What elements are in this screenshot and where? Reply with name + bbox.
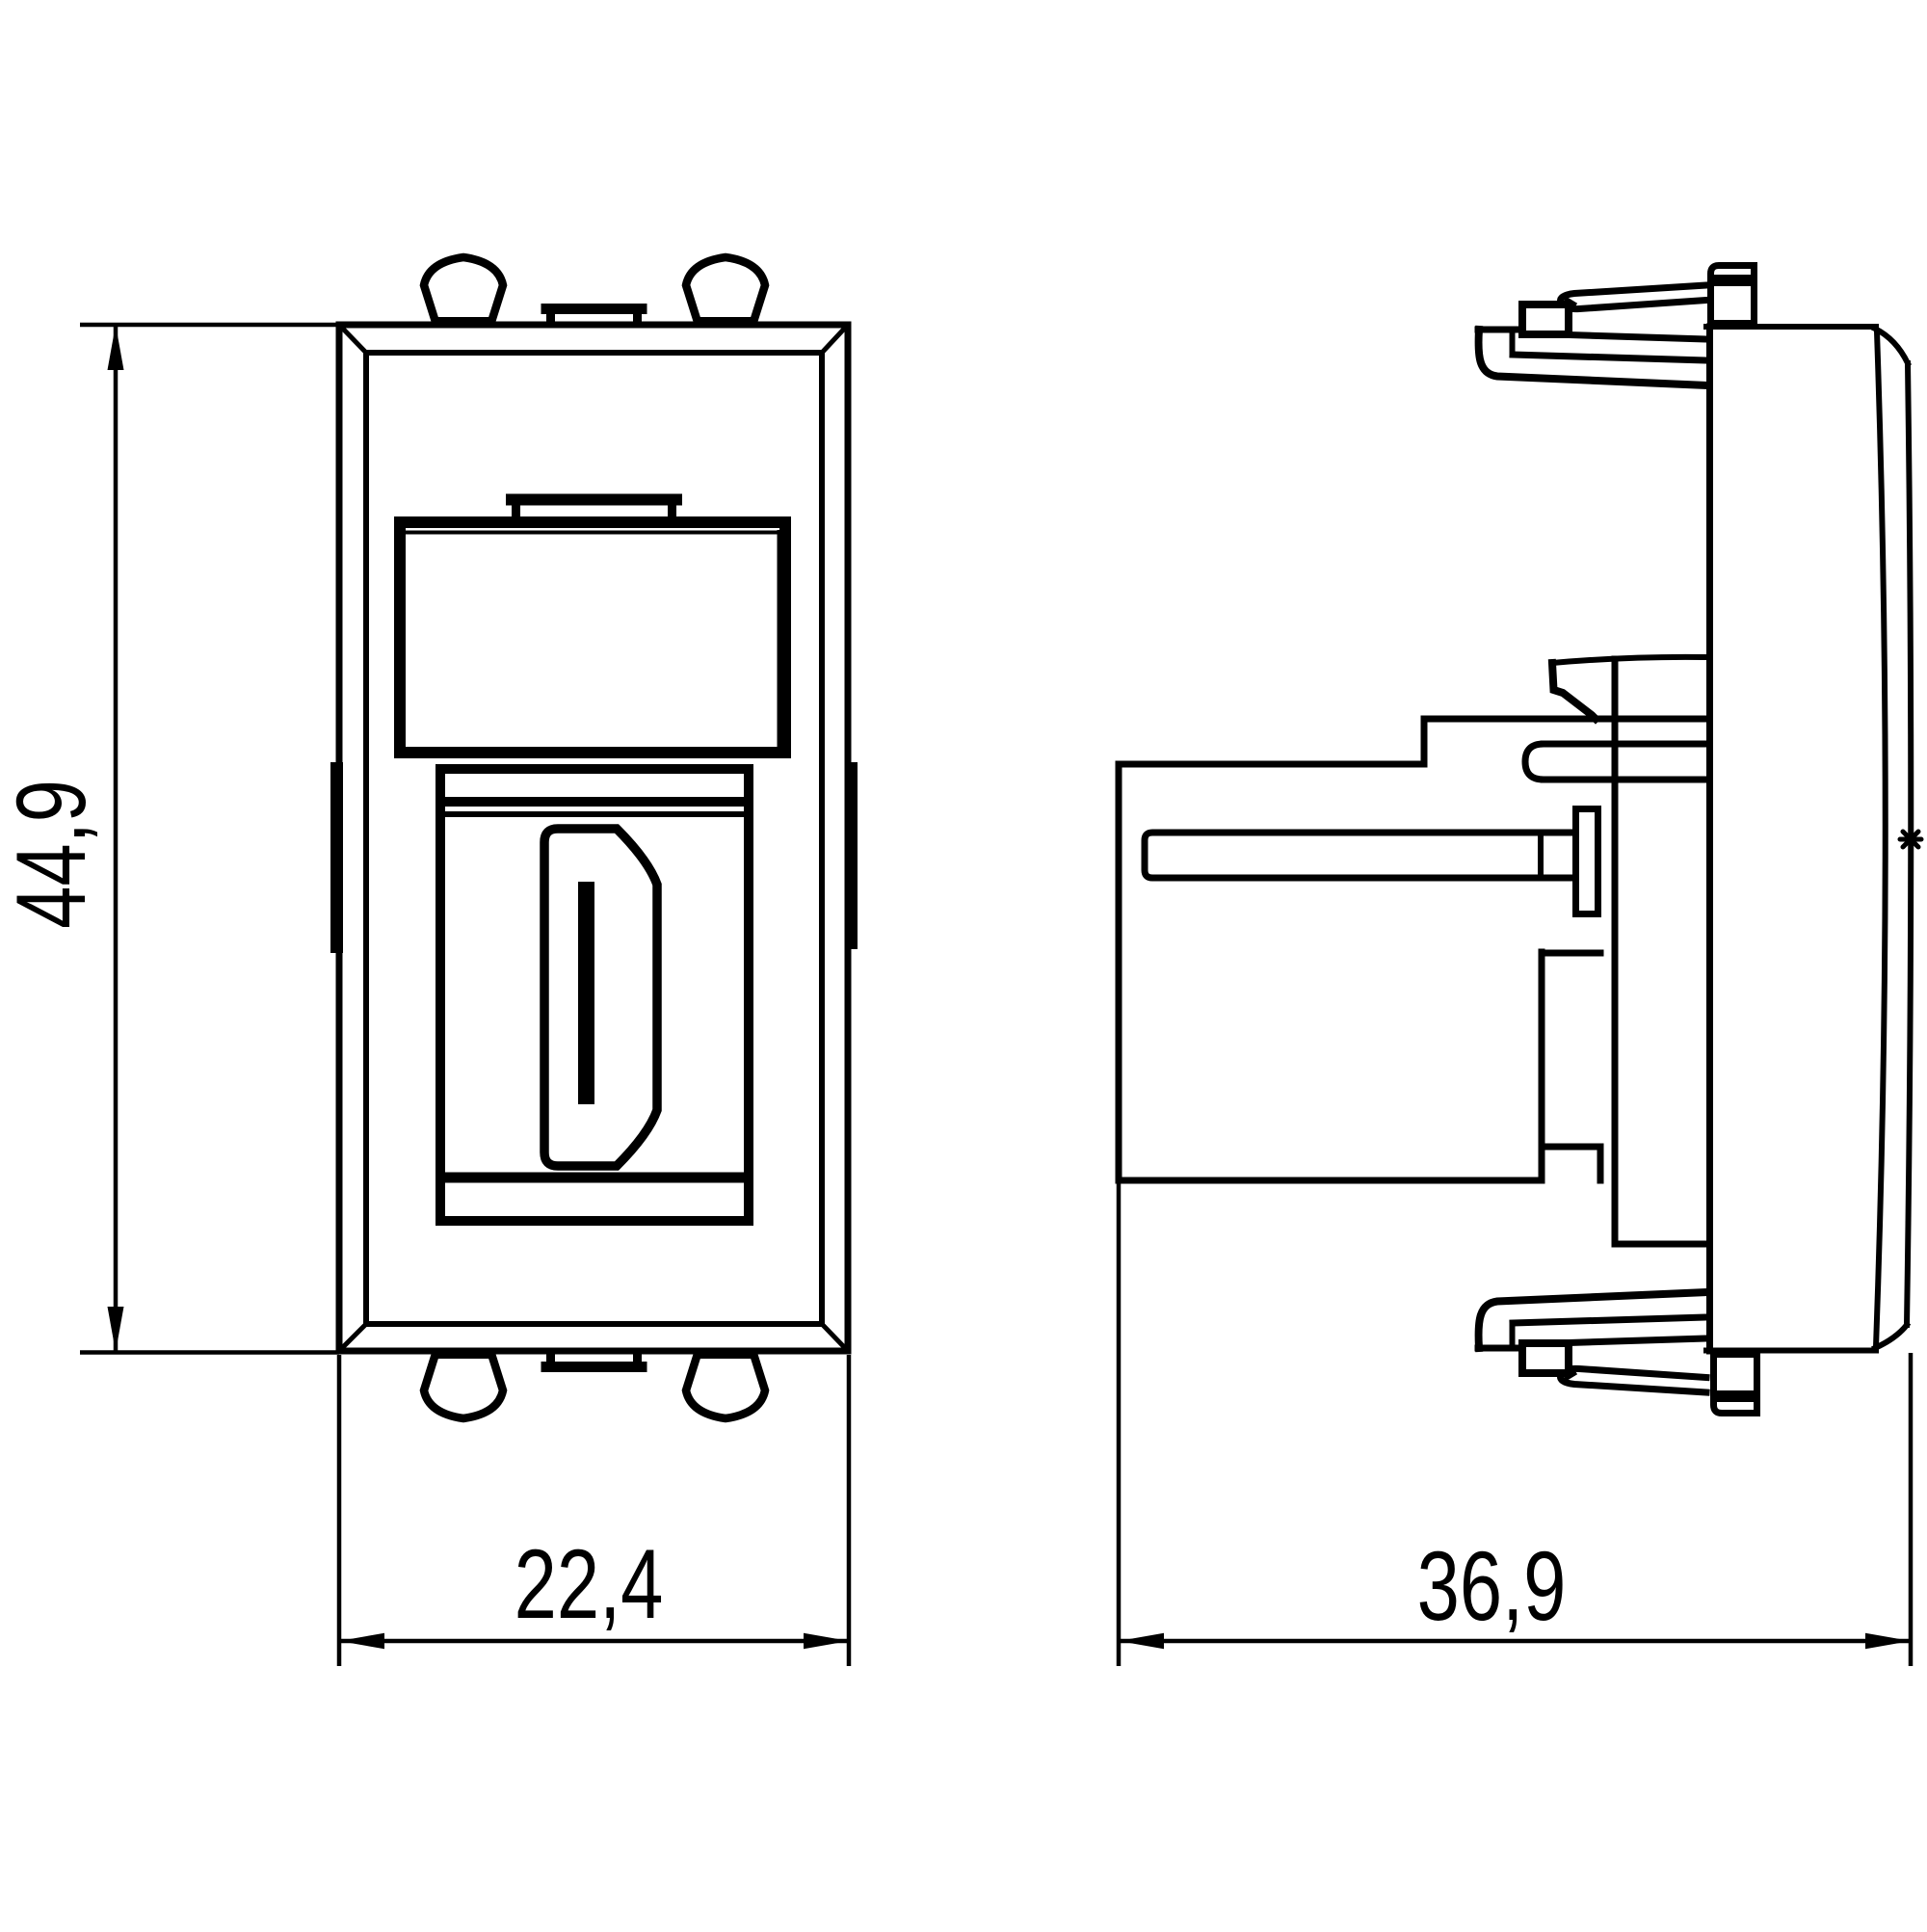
svg-text:22,4: 22,4	[515, 1530, 664, 1640]
svg-text:44,9: 44,9	[0, 780, 106, 929]
svg-text:36,9: 36,9	[1417, 1532, 1567, 1642]
